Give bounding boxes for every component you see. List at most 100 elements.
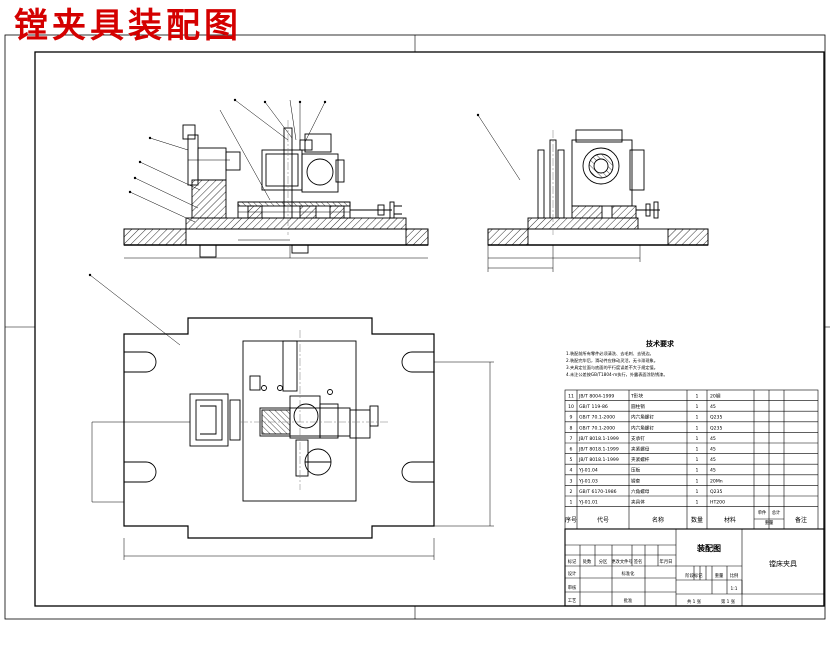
tech-req-line: 4.未注公差按GB/T1804-m执行，外露表面涂防锈漆。 <box>566 371 668 378</box>
tb-zone: 分区 <box>599 558 608 565</box>
tb-stage-mark: 阶段标记 <box>685 572 703 579</box>
tb-change-doc: 更改文件号 <box>611 558 632 565</box>
bom-cell-code: GB/T 6170-1986 <box>579 489 617 495</box>
bom-row: 2 GB/T 6170-1986 六角螺母 1 Q235 <box>570 488 723 495</box>
bom-cell-no: 8 <box>570 425 573 431</box>
bom-cell-name: 夹紧螺母 <box>631 446 650 453</box>
bom-cell-no: 4 <box>570 468 573 474</box>
front-view <box>123 98 429 259</box>
tb-mark: 标记 <box>568 558 577 565</box>
bom-cell-qty: 1 <box>696 394 699 400</box>
bom-cell-code: GB/T 70.1-2000 <box>579 415 615 421</box>
bom-cell-code: YJ-01.04 <box>578 468 598 474</box>
bom-cell-name: 内六角螺钉 <box>631 414 654 421</box>
bom-cell-name: 支承钉 <box>631 435 645 442</box>
tb-weight: 重量 <box>715 572 724 579</box>
bom-cell-no: 7 <box>570 436 573 442</box>
bom-cell-material: 45 <box>710 404 716 410</box>
tb-design: 设计 <box>568 570 577 577</box>
bom-cell-no: 2 <box>570 489 573 495</box>
bom-cell-material: Q235 <box>710 415 722 421</box>
bom-cell-qty: 1 <box>696 478 699 484</box>
bom-row: 11 JB/T 8004-1999 T形块 1 20钢 <box>568 393 721 400</box>
side-view <box>476 113 709 272</box>
bom-row: 8 GB/T 70.1-2000 内六角螺钉 1 Q235 <box>570 424 723 431</box>
bom-cell-code: JB/T 8018.1-1999 <box>578 457 619 463</box>
bom-cell-qty: 1 <box>696 447 699 453</box>
bom-cell-code: GB/T 119-86 <box>579 404 608 410</box>
tb-signature: 签名 <box>634 558 643 565</box>
bom-cell-no: 10 <box>568 404 574 410</box>
bom-cell-code: JB/T 8018.1-1999 <box>578 436 619 442</box>
title-block: 装配图 镗床夹具 标记 处数 分区 更改文件号 签名 年月日 设计 标准化 阶段… <box>564 528 825 607</box>
bom-cell-code: YJ-01.01 <box>578 500 598 506</box>
tb-standardize: 标准化 <box>622 570 636 577</box>
tb-scale-value: 1:1 <box>731 586 738 592</box>
bom-cell-name: 六角螺母 <box>631 488 650 495</box>
bom-cell-name: 压板 <box>631 467 641 474</box>
bom-cell-material: 45 <box>710 436 716 442</box>
bom-cell-name: 夹紧螺杆 <box>631 456 650 463</box>
bom-row: 4 YJ-01.04 压板 1 45 <box>570 467 716 474</box>
bom-cell-no: 3 <box>570 478 573 484</box>
tb-approve: 批准 <box>624 597 633 604</box>
part-name-label: 镗床夹具 <box>769 559 797 568</box>
bom-cell-material: 20钢 <box>710 393 721 400</box>
bom-cell-code: GB/T 70.1-2000 <box>579 425 615 431</box>
bom-row: 9 GB/T 70.1-2000 内六角螺钉 1 Q235 <box>570 414 723 421</box>
bom-cell-qty: 1 <box>696 436 699 442</box>
bom-cell-material: 45 <box>710 468 716 474</box>
bom-cell-qty: 1 <box>696 489 699 495</box>
drawing-type-label: 装配图 <box>696 543 721 553</box>
tb-scale: 比例 <box>730 572 739 579</box>
bom-header-weight: 重量 <box>765 519 774 526</box>
bom-cell-material: 45 <box>710 447 716 453</box>
bom-cell-material: Q235 <box>710 489 722 495</box>
bom-header-remark: 备注 <box>795 516 807 524</box>
bom-cell-qty: 1 <box>696 468 699 474</box>
bom-header-no: 序号 <box>565 516 577 524</box>
bom-cell-code: JB/T 8018.1-1999 <box>578 447 619 453</box>
bom-cell-name: 圆柱销 <box>631 403 645 410</box>
bom-cell-qty: 1 <box>696 425 699 431</box>
bom-cell-name: 镗套 <box>631 477 641 484</box>
bom-cell-material: Q235 <box>710 425 722 431</box>
plan-view <box>88 273 494 560</box>
tech-req-line: 1.装配前所有零件必须清洗、去毛刺、去锐边。 <box>566 350 654 357</box>
bom-cell-material: HT200 <box>710 500 725 506</box>
bom-cell-qty: 1 <box>696 500 699 506</box>
sheet-frame <box>4 34 830 620</box>
bom-header-row: 序号 代号 名称 数量 材料 单件 总计 重量 备注 <box>565 509 807 526</box>
tech-req-heading: 技术要求 <box>646 339 675 348</box>
tech-req-line: 3.夹具定位面与底面的平行度误差不大于规定值。 <box>566 364 658 371</box>
bom-cell-material: 20Mn <box>710 478 723 484</box>
tb-count: 处数 <box>583 558 592 565</box>
bom-cell-no: 11 <box>568 394 574 400</box>
bom-cell-name: T形块 <box>630 393 643 400</box>
technical-requirements: 技术要求 1.装配前所有零件必须清洗、去毛刺、去锐边。 2.装配完毕后，滑动件应… <box>566 339 675 378</box>
bom-row: 6 JB/T 8018.1-1999 夹紧螺母 1 45 <box>570 446 716 453</box>
bom-row: 7 JB/T 8018.1-1999 支承钉 1 45 <box>570 435 716 442</box>
tb-date: 年月日 <box>660 558 673 565</box>
bom-cell-no: 1 <box>570 500 573 506</box>
bom-cell-code: YJ-01.03 <box>578 478 598 484</box>
bom-cell-no: 9 <box>570 415 573 421</box>
bom-header-unit-weight: 单件 <box>758 509 767 516</box>
bom-cell-code: JB/T 8004-1999 <box>578 394 614 400</box>
tech-req-line: 2.装配完毕后，滑动件应移动灵活，无卡滞现象。 <box>566 357 658 364</box>
bom-header-material: 材料 <box>724 516 736 524</box>
bom-cell-qty: 1 <box>696 415 699 421</box>
bom-cell-name: 内六角螺钉 <box>631 424 654 431</box>
bom-cell-qty: 1 <box>696 457 699 463</box>
bom-cell-no: 5 <box>570 457 573 463</box>
bom-header-name: 名称 <box>652 516 664 524</box>
bom-header-qty: 数量 <box>691 516 703 524</box>
tb-sheet-total: 共 1 张 <box>687 598 702 605</box>
bom-cell-no: 6 <box>570 447 573 453</box>
bom-header-code: 代号 <box>597 516 609 524</box>
